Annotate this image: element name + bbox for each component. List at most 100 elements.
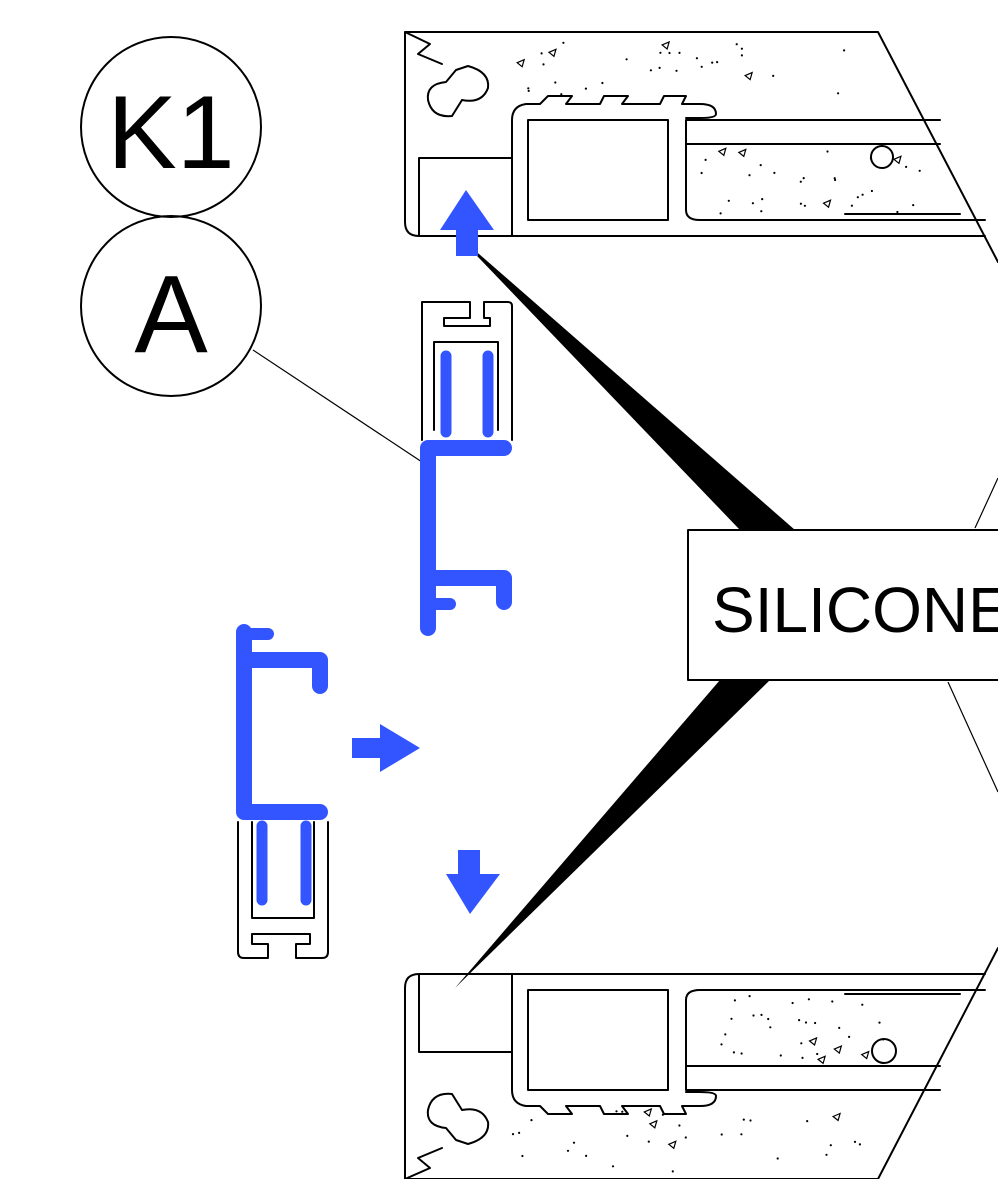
stipple-dot — [649, 69, 653, 72]
stipple-dot — [724, 1033, 727, 1036]
stipple-dot — [527, 89, 530, 92]
stipple-dot — [831, 1000, 834, 1003]
top-hole — [870, 145, 894, 169]
stipple-dot — [918, 169, 921, 172]
stipple-dot — [856, 196, 859, 199]
stipple-dot — [566, 1149, 570, 1152]
arrow-up-icon — [440, 190, 494, 256]
stipple-dot — [912, 204, 915, 207]
stipple-dot — [668, 51, 671, 55]
stipple-dot — [799, 202, 803, 205]
silicone-callout-box — [687, 529, 998, 681]
stipple-dot — [749, 1119, 752, 1122]
stipple-dot — [735, 43, 738, 46]
stipple-dot — [769, 1026, 772, 1029]
stipple-dot — [833, 177, 836, 180]
aggregate-triangle — [667, 1140, 677, 1150]
stipple-dot — [711, 61, 714, 64]
aggregate-triangle — [660, 40, 671, 50]
stipple-dot — [584, 87, 588, 90]
stipple-dot — [814, 1021, 817, 1025]
stipple-dot — [704, 158, 707, 161]
stipple-dot — [748, 174, 751, 177]
stipple-dot — [658, 66, 661, 69]
aggregate-triangle — [643, 1107, 653, 1118]
stipple-dot — [829, 1144, 832, 1147]
top-serration — [511, 95, 717, 159]
stipple-dot — [799, 180, 802, 183]
upper-blue-fins — [440, 350, 494, 438]
upper-gasket-assembly — [420, 190, 513, 636]
stipple-dot — [727, 199, 730, 202]
detail-bubble-a — [80, 215, 262, 397]
stipple-dot — [760, 1013, 763, 1017]
stipple-dot — [671, 1170, 674, 1173]
stipple-dot — [861, 1003, 864, 1006]
detail-leader-line — [252, 349, 423, 463]
top-chamber — [527, 119, 669, 221]
stipple-dot — [585, 1154, 588, 1157]
bottom-keyhole — [426, 1092, 490, 1145]
concrete-hatching — [511, 40, 921, 1173]
aggregate-triangle — [822, 199, 832, 209]
stipple-dot — [759, 164, 762, 167]
bottom-hole — [871, 1038, 897, 1064]
stipple-dot — [848, 1035, 851, 1038]
silicone-leader-upper — [455, 233, 795, 530]
stipple-dot — [661, 1113, 665, 1116]
aggregate-triangle — [860, 1050, 870, 1060]
stipple-dot — [730, 1017, 733, 1020]
stipple-dot — [511, 1133, 515, 1136]
stipple-dot — [521, 1154, 524, 1158]
stipple-dot — [882, 1038, 885, 1041]
silicone-label: SILICONE — [712, 574, 998, 646]
detail-label-a: A — [134, 253, 208, 376]
stipple-dot — [542, 63, 545, 66]
stipple-dot — [760, 210, 763, 213]
stipple-dot — [530, 1119, 533, 1122]
stipple-dot — [719, 212, 722, 215]
stipple-dot — [858, 1143, 862, 1146]
stipple-dot — [803, 204, 807, 207]
silicone-leader-lower — [455, 680, 770, 988]
bottom-bar — [685, 989, 986, 1091]
stipple-dot — [554, 81, 557, 84]
stipple-dot — [740, 47, 744, 50]
stipple-dot — [843, 49, 846, 52]
stipple-dot — [838, 1026, 841, 1029]
bottom-slot — [418, 973, 513, 1053]
lower-gasket-assembly — [236, 624, 500, 959]
stipple-dot — [611, 1165, 615, 1168]
stipple-dot — [816, 1052, 819, 1056]
stipple-dot — [733, 999, 737, 1002]
stipple-dot — [695, 57, 699, 60]
aggregate-triangle — [743, 71, 754, 81]
stipple-dot — [776, 1157, 779, 1160]
stipple-dot — [527, 87, 530, 90]
top-keyhole — [426, 65, 490, 118]
stipple-dot — [802, 177, 805, 180]
stipple-dot — [878, 1021, 881, 1024]
stipple-dot — [621, 1110, 624, 1113]
stipple-dot — [518, 1131, 521, 1134]
stipple-dot — [825, 1153, 828, 1156]
stipple-dot — [720, 1043, 723, 1046]
stipple-dot — [625, 58, 628, 61]
stipple-dot — [791, 1001, 794, 1005]
detail-label-k1: K1 — [107, 75, 234, 191]
bottom-section-outline — [404, 947, 998, 1179]
stipple-dot — [675, 69, 678, 72]
stipple-dot — [732, 1051, 736, 1054]
aggregate-triangle — [808, 1036, 818, 1047]
stipple-dot — [751, 202, 755, 205]
stipple-dot — [773, 171, 776, 174]
stipple-dot — [615, 1110, 618, 1113]
stipple-dot — [740, 54, 744, 57]
aggregate-triangle — [515, 58, 526, 68]
stipple-dot — [767, 1017, 770, 1021]
stipple-dot — [752, 1014, 755, 1017]
stipple-dot — [659, 51, 662, 54]
stipple-dot — [678, 51, 681, 55]
stipple-dot — [740, 1133, 743, 1136]
